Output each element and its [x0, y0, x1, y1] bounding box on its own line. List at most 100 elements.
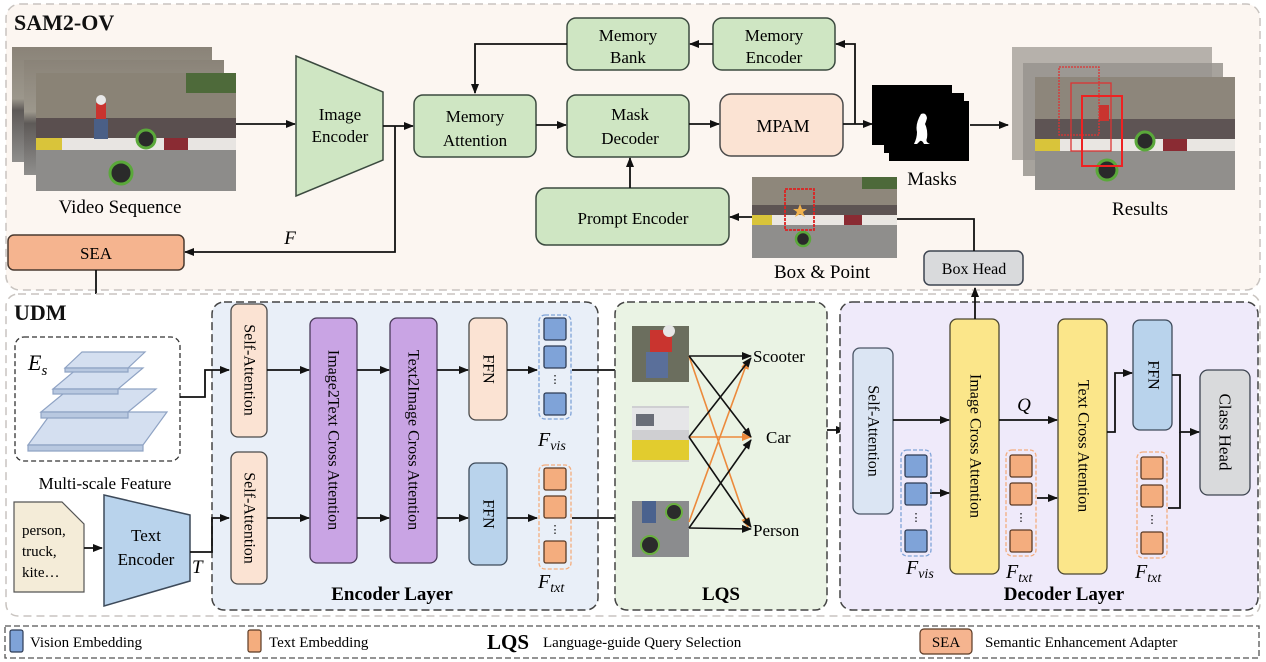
video-sequence-label: Video Sequence [59, 197, 182, 218]
memory-encoder-line1: Memory [745, 26, 804, 45]
dec-ffn-label: FFN [1145, 360, 1162, 390]
vision-token [904, 482, 928, 506]
box-point-image [752, 177, 897, 258]
vision-token [543, 392, 567, 416]
text-encoder-line1: Text [131, 526, 161, 545]
q-symbol: Q [1017, 395, 1031, 416]
enc-fvis-label: Fvis [537, 429, 566, 454]
mpam-block [719, 93, 844, 157]
box-point-label: Box & Point [774, 262, 871, 283]
enc-ffn-top [468, 317, 508, 421]
legend-vision-label: Vision Embedding [30, 635, 143, 651]
mask-decoder-line1: Mask [611, 105, 649, 124]
udm-title: UDM [14, 300, 67, 325]
encoder-arrows [267, 366, 628, 522]
class-head-label: Class Head [1216, 394, 1235, 471]
mask-decoder-line2: Decoder [601, 129, 659, 148]
lqs-crop-car [632, 406, 689, 462]
text-token [1140, 484, 1164, 508]
text-input-doc [13, 501, 85, 593]
enc-ffn-bottom [468, 462, 508, 566]
memory-attention-line1: Memory [446, 107, 505, 126]
enc-ffn-top-label: FFN [480, 354, 497, 384]
dec-ftxt-group-1 [1005, 449, 1037, 557]
enc-ftxt-group [538, 464, 572, 570]
memory-attention-line2: Attention [443, 131, 508, 150]
legend-box [4, 625, 1260, 659]
enc-ffn-bottom-label: FFN [480, 499, 497, 529]
t-symbol: T [192, 557, 204, 578]
text-token [543, 495, 567, 519]
result-frame [1035, 77, 1235, 190]
multiscale-label: Multi-scale Feature [39, 474, 172, 493]
legend-text-label: Text Embedding [269, 635, 369, 651]
arrow-t-to-selfattn [190, 514, 230, 553]
image2text-label: Image2Text Cross Attention [325, 350, 342, 530]
arrow-mpam-to-memenc [835, 40, 856, 124]
prompt-encoder-label: Prompt Encoder [578, 209, 689, 228]
text-cross-attention-block [1057, 318, 1108, 575]
image-encoder-line1: Image [319, 105, 361, 124]
text-token [1140, 456, 1164, 480]
mask-frame [889, 101, 969, 161]
text2image-cross-attention-block [389, 317, 438, 564]
results-frames [1012, 47, 1235, 190]
feature-symbol: F [283, 228, 296, 249]
legend-sea-abbr: SEA [932, 635, 961, 651]
enc-fvis-group [538, 314, 572, 420]
dec-self-attention-label: Self-Attention [865, 385, 882, 477]
vision-token [543, 345, 567, 369]
dec-self-attention-block [852, 347, 894, 515]
decoder-layer-title: Decoder Layer [1004, 584, 1125, 605]
lqs-orange-connections [688, 355, 752, 528]
decoder-arrows [893, 369, 1200, 509]
ellipsis: ⋮ [1016, 512, 1027, 524]
arrow-membank-to-memattn [471, 43, 567, 94]
text-token [1009, 529, 1033, 553]
image-encoder-line2: Encoder [312, 127, 369, 146]
dec-fvis-label: Fvis [905, 557, 934, 582]
lqs-crop-scooter [632, 501, 689, 557]
multiscale-feature-icon [26, 351, 169, 452]
legend-text-swatch [247, 629, 262, 653]
text-cross-attention-label: Text Cross Attention [1075, 380, 1092, 512]
image-cross-attention-label: Image Cross Attention [967, 374, 984, 518]
ellipsis: ⋮ [1147, 514, 1158, 526]
dec-ftxt2-label: Ftxt [1134, 561, 1162, 586]
lqs-black-connections [688, 352, 752, 533]
decoder-layer-panel [839, 301, 1259, 611]
text-token [543, 540, 567, 564]
image2text-cross-attention-block [309, 317, 358, 564]
video-frame [36, 73, 236, 191]
ellipsis: ⋮ [550, 524, 561, 536]
point-star-icon [793, 204, 807, 217]
text-encoder-block [103, 494, 191, 607]
enc-self-attention-bottom-label: Self-Attention [241, 472, 258, 564]
dec-fvis-group [900, 449, 932, 557]
masks-stack [872, 85, 969, 161]
ellipsis: ⋮ [550, 374, 561, 386]
class-head-block [1199, 369, 1251, 496]
lqs-class-car: Car [766, 428, 791, 447]
box-head-label: Box Head [942, 261, 1006, 278]
memory-encoder-line2: Encoder [746, 48, 803, 67]
enc-self-attention-top-label: Self-Attention [241, 324, 258, 416]
arrow-es-to-selfattn [180, 366, 230, 398]
results-label: Results [1112, 199, 1168, 220]
text-input-line2: truck, [22, 544, 57, 560]
silhouette [914, 113, 930, 144]
legend-sea-full: Semantic Enhancement Adapter [985, 635, 1177, 651]
encoder-layer-title: Encoder Layer [331, 584, 453, 605]
memory-attention-block [413, 94, 537, 158]
dec-ftxt1-label: Ftxt [1005, 561, 1033, 586]
lqs-crop-person [632, 325, 689, 382]
text-token [543, 467, 567, 491]
text-input-line1: person, [22, 523, 66, 539]
legend-vision-swatch [9, 629, 24, 653]
image-encoder-block [295, 54, 384, 198]
vision-token [904, 454, 928, 478]
sea-label: SEA [80, 244, 113, 263]
text-token [1140, 531, 1164, 555]
line-boxhead-to-boxpoint [897, 218, 975, 251]
